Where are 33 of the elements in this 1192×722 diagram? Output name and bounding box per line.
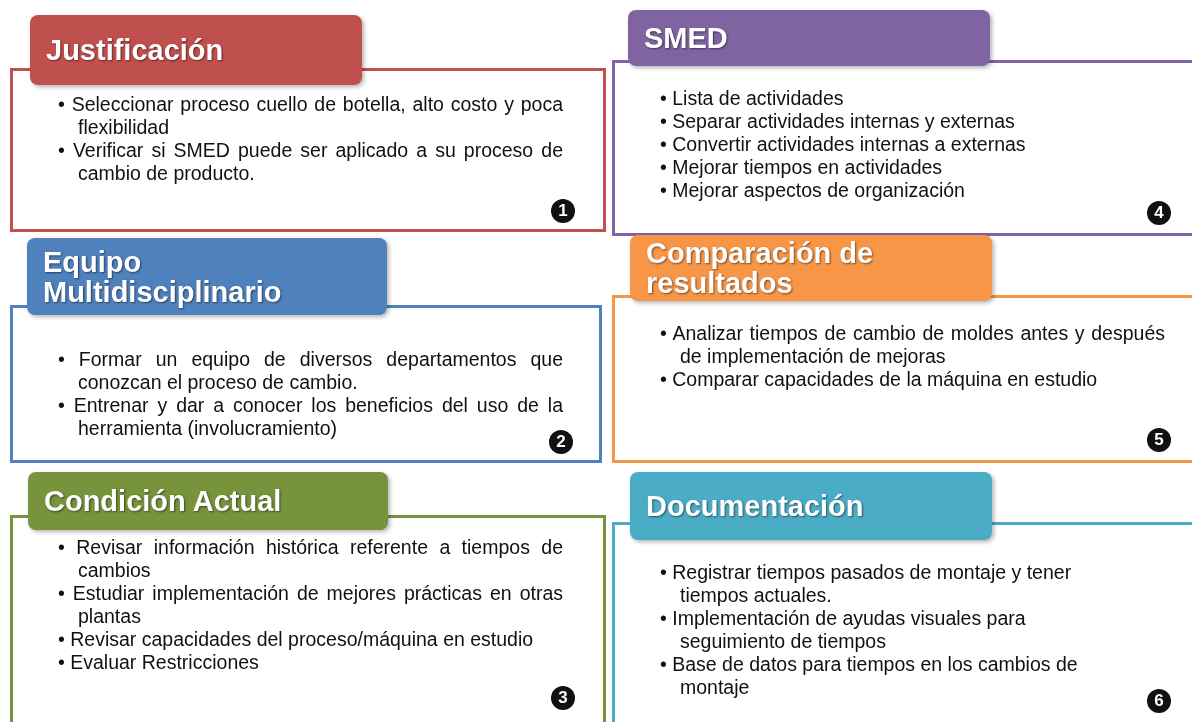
number-badge: 5 bbox=[1147, 428, 1171, 452]
panel-box bbox=[10, 68, 606, 232]
bullet-item: • Mejorar tiempos en actividades bbox=[660, 156, 944, 179]
heading-tab: Justificación bbox=[30, 15, 362, 85]
bullet-item: • Evaluar Restricciones bbox=[58, 651, 260, 674]
heading-tab: Condición Actual bbox=[28, 472, 388, 530]
panel-box bbox=[10, 515, 606, 722]
heading-tab: Equipo Multidisciplinario bbox=[27, 238, 387, 315]
number-badge: 1 bbox=[551, 199, 575, 223]
bullet-item: • Analizar tiempos de cambio de moldes antes y después de implementación de mejoras bbox=[660, 322, 1165, 368]
bullet-item: • Revisar información histórica referente a tiempos de cambios bbox=[58, 536, 563, 582]
bullet-item: • Convertir actividades internas a externas bbox=[660, 133, 1027, 156]
bullet-item: • Separar actividades internas y externas bbox=[660, 110, 1016, 133]
bullet-item: • Seleccionar proceso cuello de botella, alto costo y poca flexibilidad bbox=[58, 93, 563, 139]
number-badge: 6 bbox=[1147, 689, 1171, 713]
bullet-item: • Comparar capacidades de la máquina en estudio bbox=[660, 368, 1099, 391]
heading-tab: SMED bbox=[628, 10, 990, 66]
bullet-item: • Verificar si SMED puede ser aplicado a su proceso de cambio de producto. bbox=[58, 139, 563, 185]
bullet-item: • Formar un equipo de diversos departamentos que conozcan el proceso de cambio. bbox=[58, 348, 563, 394]
bullet-item: • Registrar tiempos pasados de montaje y tener tiempos actuales. bbox=[660, 561, 1073, 607]
bullet-item: • Estudiar implementación de mejores prácticas en otras plantas bbox=[58, 582, 563, 628]
panel-box bbox=[612, 522, 1192, 722]
bullet-item: • Mejorar aspectos de organización bbox=[660, 179, 966, 202]
bullet-item: • Lista de actividades bbox=[660, 87, 845, 110]
bullet-item: • Base de datos para tiempos en los cambios de montaje bbox=[660, 653, 1079, 699]
panel-box bbox=[612, 60, 1192, 236]
heading-tab: Comparación de resultados bbox=[630, 235, 992, 301]
bullet-item: • Implementación de ayudas visuales para seguimiento de tiempos bbox=[660, 607, 1027, 653]
number-badge: 3 bbox=[551, 686, 575, 710]
panel-box bbox=[612, 295, 1192, 463]
number-badge: 4 bbox=[1147, 201, 1171, 225]
heading-tab: Documentación bbox=[630, 472, 992, 540]
bullet-item: • Revisar capacidades del proceso/máquina en estudio bbox=[58, 628, 535, 651]
